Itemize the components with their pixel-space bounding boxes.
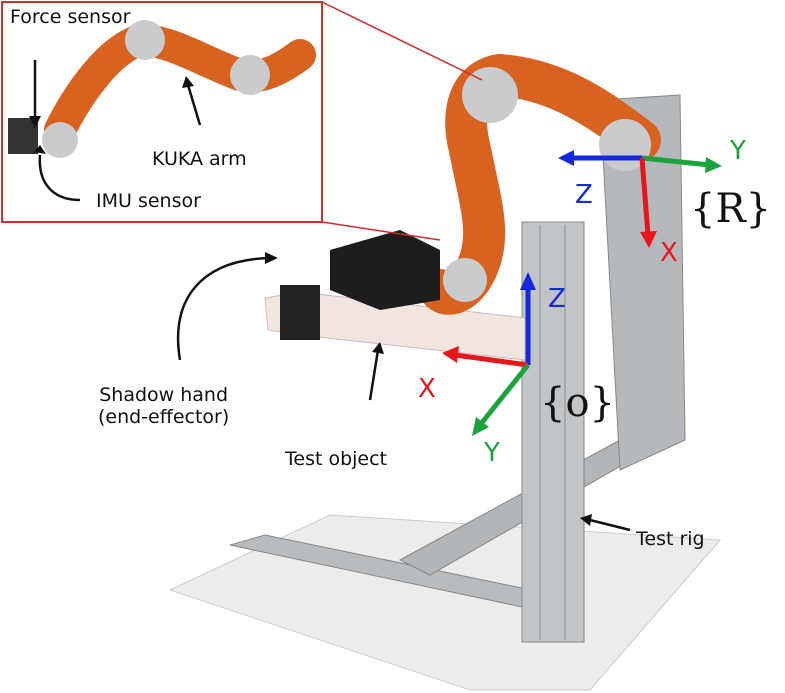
- frame-o-x-label: X: [418, 374, 436, 404]
- frame-r-x-label: X: [660, 238, 678, 268]
- shadow-hand-subtitle: (end-effector): [98, 406, 230, 428]
- frame-r-y-label: Y: [730, 136, 746, 166]
- frame-r-name: {R}: [690, 186, 772, 232]
- shadow-hand-label: Shadow hand (end-effector): [98, 384, 229, 428]
- force-sensor-label: Force sensor: [10, 6, 131, 28]
- frame-r-axes: [570, 155, 711, 236]
- test-rig-label: Test rig: [636, 528, 705, 550]
- shadow-hand: [330, 230, 440, 310]
- frame-o-y-label: Y: [484, 438, 500, 468]
- frame-o-axes: [454, 285, 531, 427]
- frame-o-name: {o}: [540, 380, 615, 426]
- rig-front-column: [521, 221, 585, 643]
- kuka-arm-label: KUKA arm: [152, 148, 247, 170]
- frame-o-z-label: Z: [548, 284, 566, 314]
- imu-sensor-label: IMU sensor: [96, 190, 201, 212]
- rig-rear-column: [599, 94, 686, 471]
- annotation-arrows: [33, 60, 631, 532]
- shadow-hand-title: Shadow hand: [99, 384, 229, 406]
- test-object-label: Test object: [285, 448, 388, 470]
- frame-r-z-label: Z: [575, 180, 593, 210]
